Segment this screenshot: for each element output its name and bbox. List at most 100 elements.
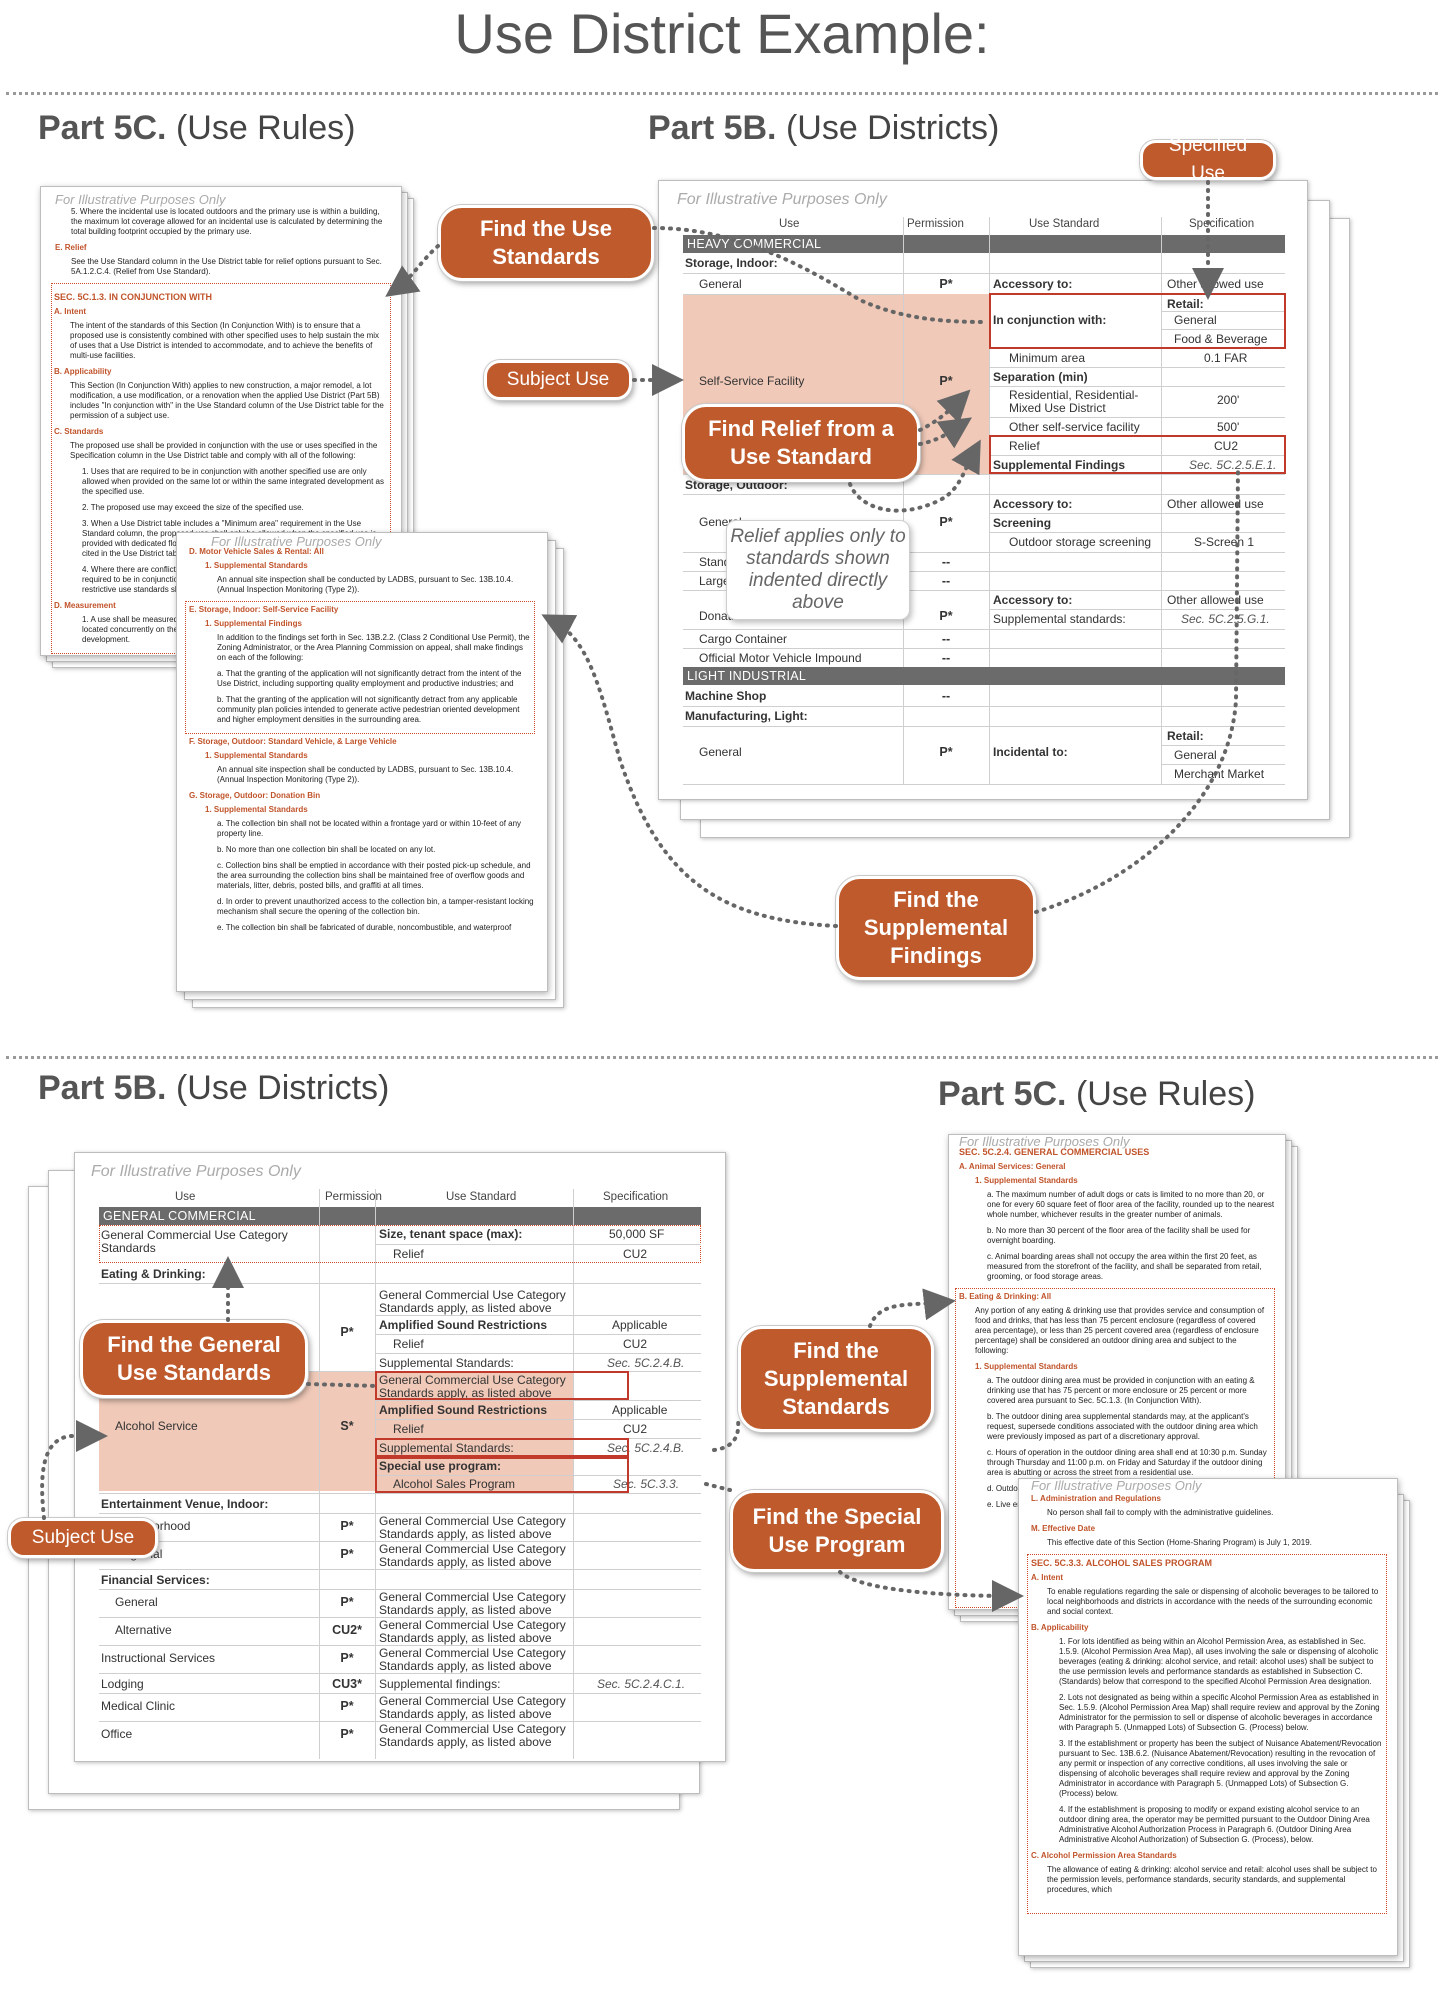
permission-cu3-star: CU3* — [332, 1677, 362, 1691]
spec-applicable: Applicable — [612, 1318, 668, 1332]
doc-heading: D. Motor Vehicle Sales & Rental: All — [189, 547, 324, 556]
gc-standards-red-box — [375, 1371, 629, 1400]
row-line — [99, 1721, 701, 1722]
spec-retail: Retail: — [1167, 729, 1204, 743]
row-line — [989, 532, 1285, 533]
spec-retail: Retail: — [1167, 297, 1204, 311]
doc-subheading: 1. Supplemental Standards — [205, 561, 308, 570]
relief-applies-note: Relief applies only to standards shown i… — [726, 520, 910, 620]
spec-cu2: CU2 — [623, 1337, 648, 1351]
part-desc: (Use Rules) — [1066, 1075, 1256, 1113]
part-label: Part 5C. — [938, 1075, 1067, 1113]
doc-item: b. No more than 30 percent of the floor … — [987, 1226, 1251, 1245]
doc-section-heading: SEC. 5C.2.4. GENERAL COMMERCIAL USES — [959, 1147, 1150, 1157]
permission-p-star: P* — [939, 277, 953, 291]
supplemental-standards: Supplemental Standards: — [379, 1441, 514, 1455]
doc-text: Any portion of any eating & drinking use… — [975, 1306, 1265, 1355]
col-header-permission: Permission — [907, 218, 964, 230]
doc-item: a. The outdoor dining area must be provi… — [987, 1376, 1255, 1405]
subject-use-callout: Subject Use — [484, 360, 632, 400]
row-line — [683, 552, 1285, 553]
illustrative-label: For Illustrative Purposes Only — [55, 192, 226, 207]
spec-sec-5c33: Sec. 5C.3.3. — [613, 1477, 680, 1491]
doc-heading-relief: E. Relief — [55, 243, 87, 252]
spec-s-screen: S-Screen 1 — [1194, 535, 1255, 549]
gc-standards-apply: General Commercial Use Category Standard… — [379, 1542, 566, 1569]
row-line — [683, 629, 1285, 630]
row-line — [375, 1419, 701, 1420]
accessory-to: Accessory to: — [993, 593, 1073, 607]
spec-other-allowed: Other allowed use — [1167, 277, 1264, 291]
permission-p-star: P* — [939, 374, 953, 388]
row-line — [375, 1315, 701, 1316]
doc-item: 1. Uses that are required to be in conju… — [82, 467, 384, 496]
permission-p-star: P* — [939, 609, 953, 623]
gc-standards-apply: General Commercial Use Category Standard… — [379, 1722, 566, 1749]
spec-50000sf: 50,000 SF — [609, 1227, 665, 1241]
row-line — [989, 455, 1285, 456]
bottom-divider — [6, 1056, 1438, 1059]
permission-p-star: P* — [340, 1595, 354, 1609]
row-line — [683, 571, 1285, 572]
row-line — [99, 1673, 701, 1674]
arrow-supp-std-to-doc — [868, 1288, 956, 1328]
row-general-manufacturing: General — [699, 745, 742, 759]
permission-p-star: P* — [340, 1519, 354, 1533]
permission-s-star: S* — [340, 1419, 354, 1433]
general-commercial-table-page: For Illustrative Purposes Only Use Permi… — [74, 1152, 726, 1762]
doc-subheading: 1. Supplemental Standards — [205, 751, 308, 760]
use-district-table-page: For Illustrative Purposes Only Use Permi… — [658, 180, 1308, 800]
row-machine-shop: Machine Shop — [685, 689, 767, 703]
permission-p-star: P* — [939, 515, 953, 529]
doc-section-heading: SEC. 5C.3.3. ALCOHOL SALES PROGRAM — [1031, 1558, 1213, 1568]
spec-applicable: Applicable — [612, 1403, 668, 1417]
doc-subheading: 1. Supplemental Findings — [205, 619, 302, 628]
doc-item: 3. If the establishment or property has … — [1059, 1739, 1382, 1798]
col-header-use-standard: Use Standard — [1029, 218, 1100, 230]
row-manufacturing-light: Manufacturing, Light: — [685, 709, 808, 723]
permission-dash: -- — [941, 555, 951, 569]
row-line — [989, 367, 1285, 368]
row-line — [683, 590, 1285, 591]
find-general-use-standards-callout: Find the General Use Standards — [80, 1320, 308, 1398]
col-divider — [573, 1189, 574, 1759]
row-line — [375, 1353, 701, 1354]
doc-text: To enable regulations regarding the sale… — [1047, 1587, 1379, 1616]
top-divider — [6, 92, 1438, 95]
page-title: Use District Example: — [454, 2, 990, 65]
row-office: Office — [101, 1727, 133, 1741]
permission-dash: -- — [941, 574, 951, 588]
illustrative-label: For Illustrative Purposes Only — [1031, 1478, 1202, 1493]
relief-red-box — [989, 435, 1286, 474]
spec-merchant-market: Merchant Market — [1174, 767, 1265, 781]
spec-200: 200' — [1217, 393, 1240, 407]
top-part5b-heading: Part 5B. (Use Districts) — [648, 108, 999, 148]
spec-food-beverage: Food & Beverage — [1174, 332, 1268, 346]
row-general: General — [115, 1595, 158, 1609]
row-line — [99, 1589, 701, 1590]
top-part5c-heading: Part 5C. (Use Rules) — [38, 108, 355, 148]
row-line — [989, 417, 1285, 418]
row-line — [683, 273, 1285, 274]
doc-item: 2. The proposed use may exceed the size … — [82, 503, 304, 512]
relief: Relief — [393, 1337, 424, 1351]
permission-cu2-star: CU2* — [332, 1623, 362, 1637]
row-line — [99, 1541, 701, 1542]
doc-heading: B. Eating & Drinking: All — [959, 1292, 1052, 1301]
doc-heading: E. Storage, Indoor: Self-Service Facilit… — [189, 605, 339, 614]
band-light-industrial: LIGHT INDUSTRIAL — [683, 667, 1285, 685]
row-line — [989, 609, 1285, 610]
find-relief-callout: Find Relief from a Use Standard — [682, 404, 920, 482]
permission-dash: -- — [941, 689, 951, 703]
doc-item: 1. For lots identified as being within a… — [1059, 1637, 1379, 1686]
doc-item: d. In order to prevent unauthorized acce… — [217, 897, 534, 916]
doc-heading: C. Alcohol Permission Area Standards — [1031, 1851, 1177, 1860]
doc-heading-intent: A. Intent — [54, 307, 86, 316]
illustrative-label: For Illustrative Purposes Only — [211, 534, 382, 549]
part-label: Part 5C. — [38, 109, 167, 147]
find-use-standards-callout: Find the Use Standards — [438, 205, 654, 281]
bottom-part5c-heading: Part 5C. (Use Rules) — [938, 1074, 1255, 1114]
permission-p-star: P* — [340, 1727, 354, 1741]
doc-text: The proposed use shall be provided in co… — [70, 441, 378, 460]
col-header-use: Use — [175, 1191, 196, 1203]
